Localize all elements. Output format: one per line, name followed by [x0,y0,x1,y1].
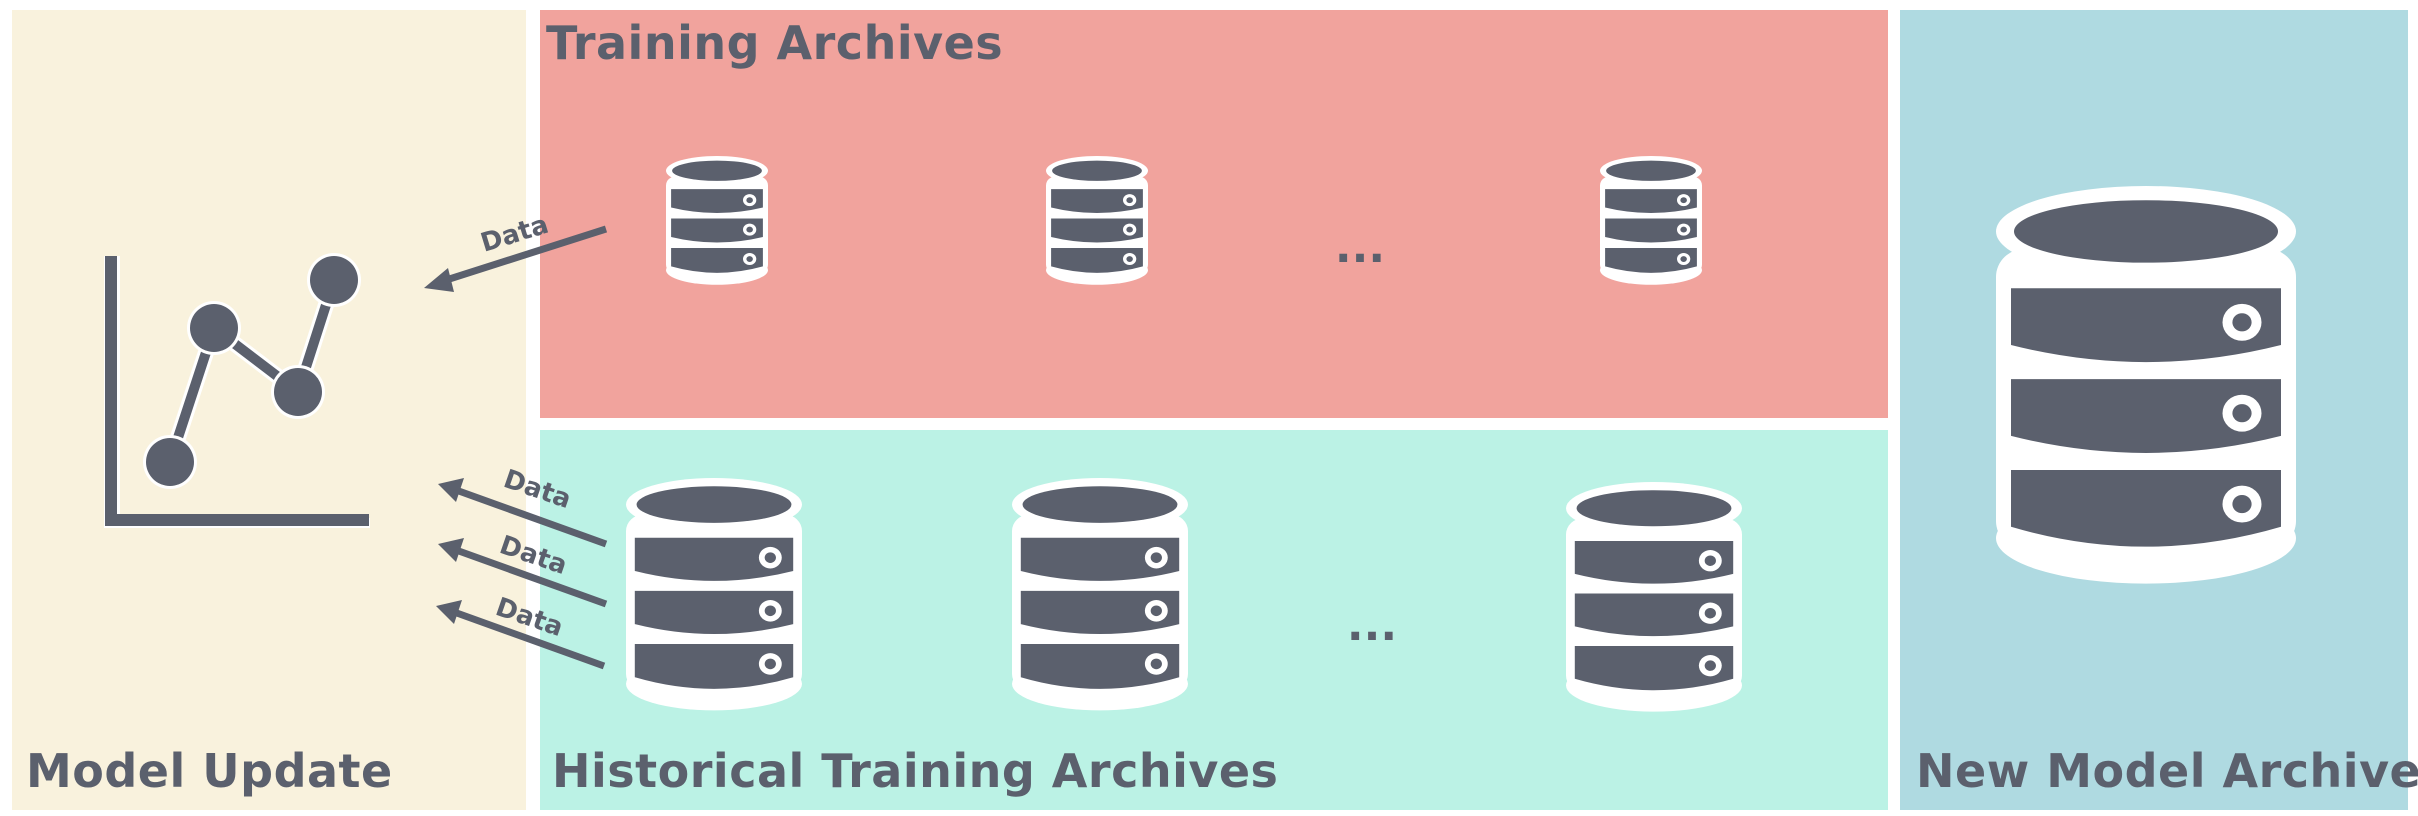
arrow-left-icon [438,538,608,608]
historical-database-icon-3 [1566,482,1742,712]
arrow-left-icon [424,225,608,292]
training-database-icon-3 [1600,156,1702,285]
historical-database-icon-2 [1012,478,1188,711]
historical-ellipsis: ... [1347,600,1397,651]
training-database-icon-2 [1046,156,1148,285]
arrow-left-icon [436,600,606,670]
training-ellipsis: ... [1335,222,1385,273]
data-label-historical-2: Data [496,530,571,581]
new-model-archive-title: New Model Archive [1916,744,2418,798]
historical-database-icon-1 [626,478,802,711]
training-database-icon-1 [666,156,768,285]
model-update-panel [12,10,526,810]
model-update-title: Model Update [26,744,393,798]
arrow-left-icon [438,478,608,548]
training-archives-title: Training Archives [546,16,1004,70]
historical-training-archives-title: Historical Training Archives [552,744,1279,798]
new-model-database-icon [1996,186,2296,584]
line-chart-icon [104,253,370,528]
